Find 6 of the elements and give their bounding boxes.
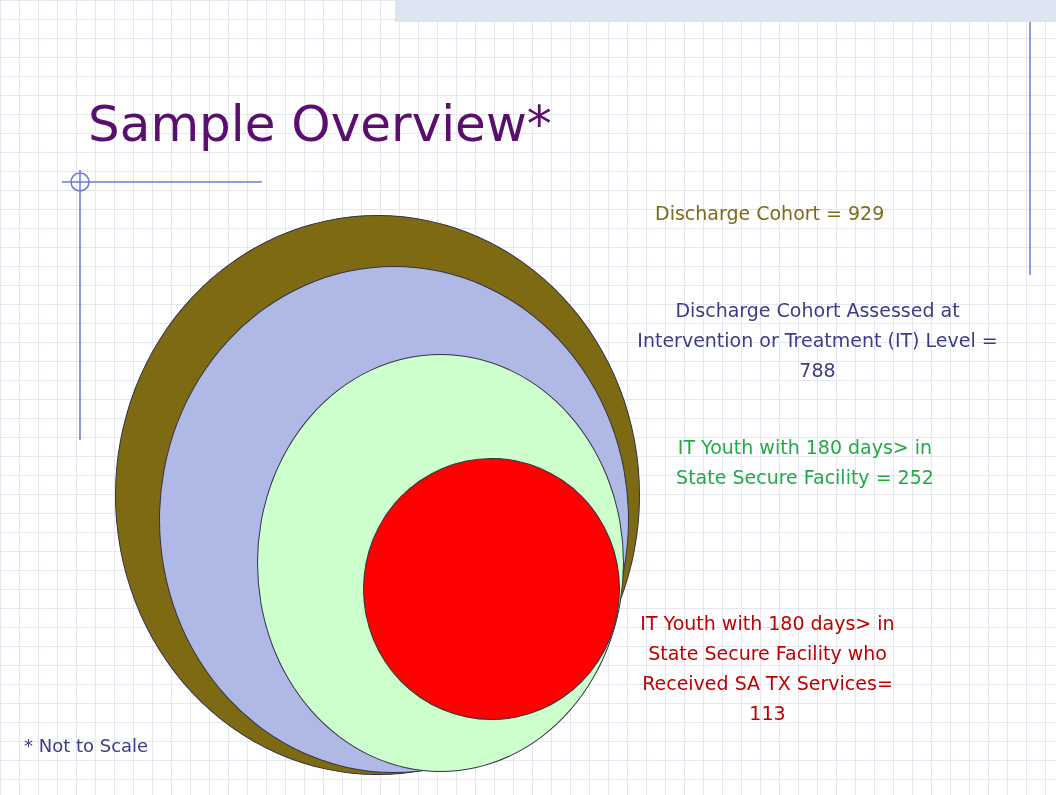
- footnote: * Not to Scale: [24, 735, 149, 756]
- circle-caption: Discharge Cohort Assessed at Intervention or Treatment (IT) Level = 788: [636, 298, 999, 383]
- slide-title: Sample Overview*: [88, 95, 552, 153]
- circle-caption: IT Youth with 180 days> in State Secure Facility = 252: [675, 435, 935, 490]
- circle-caption: IT Youth with 180 days> in State Secure Facility who Received SA TX Services= 113: [639, 611, 896, 726]
- circle-caption: Discharge Cohort = 929: [655, 201, 886, 226]
